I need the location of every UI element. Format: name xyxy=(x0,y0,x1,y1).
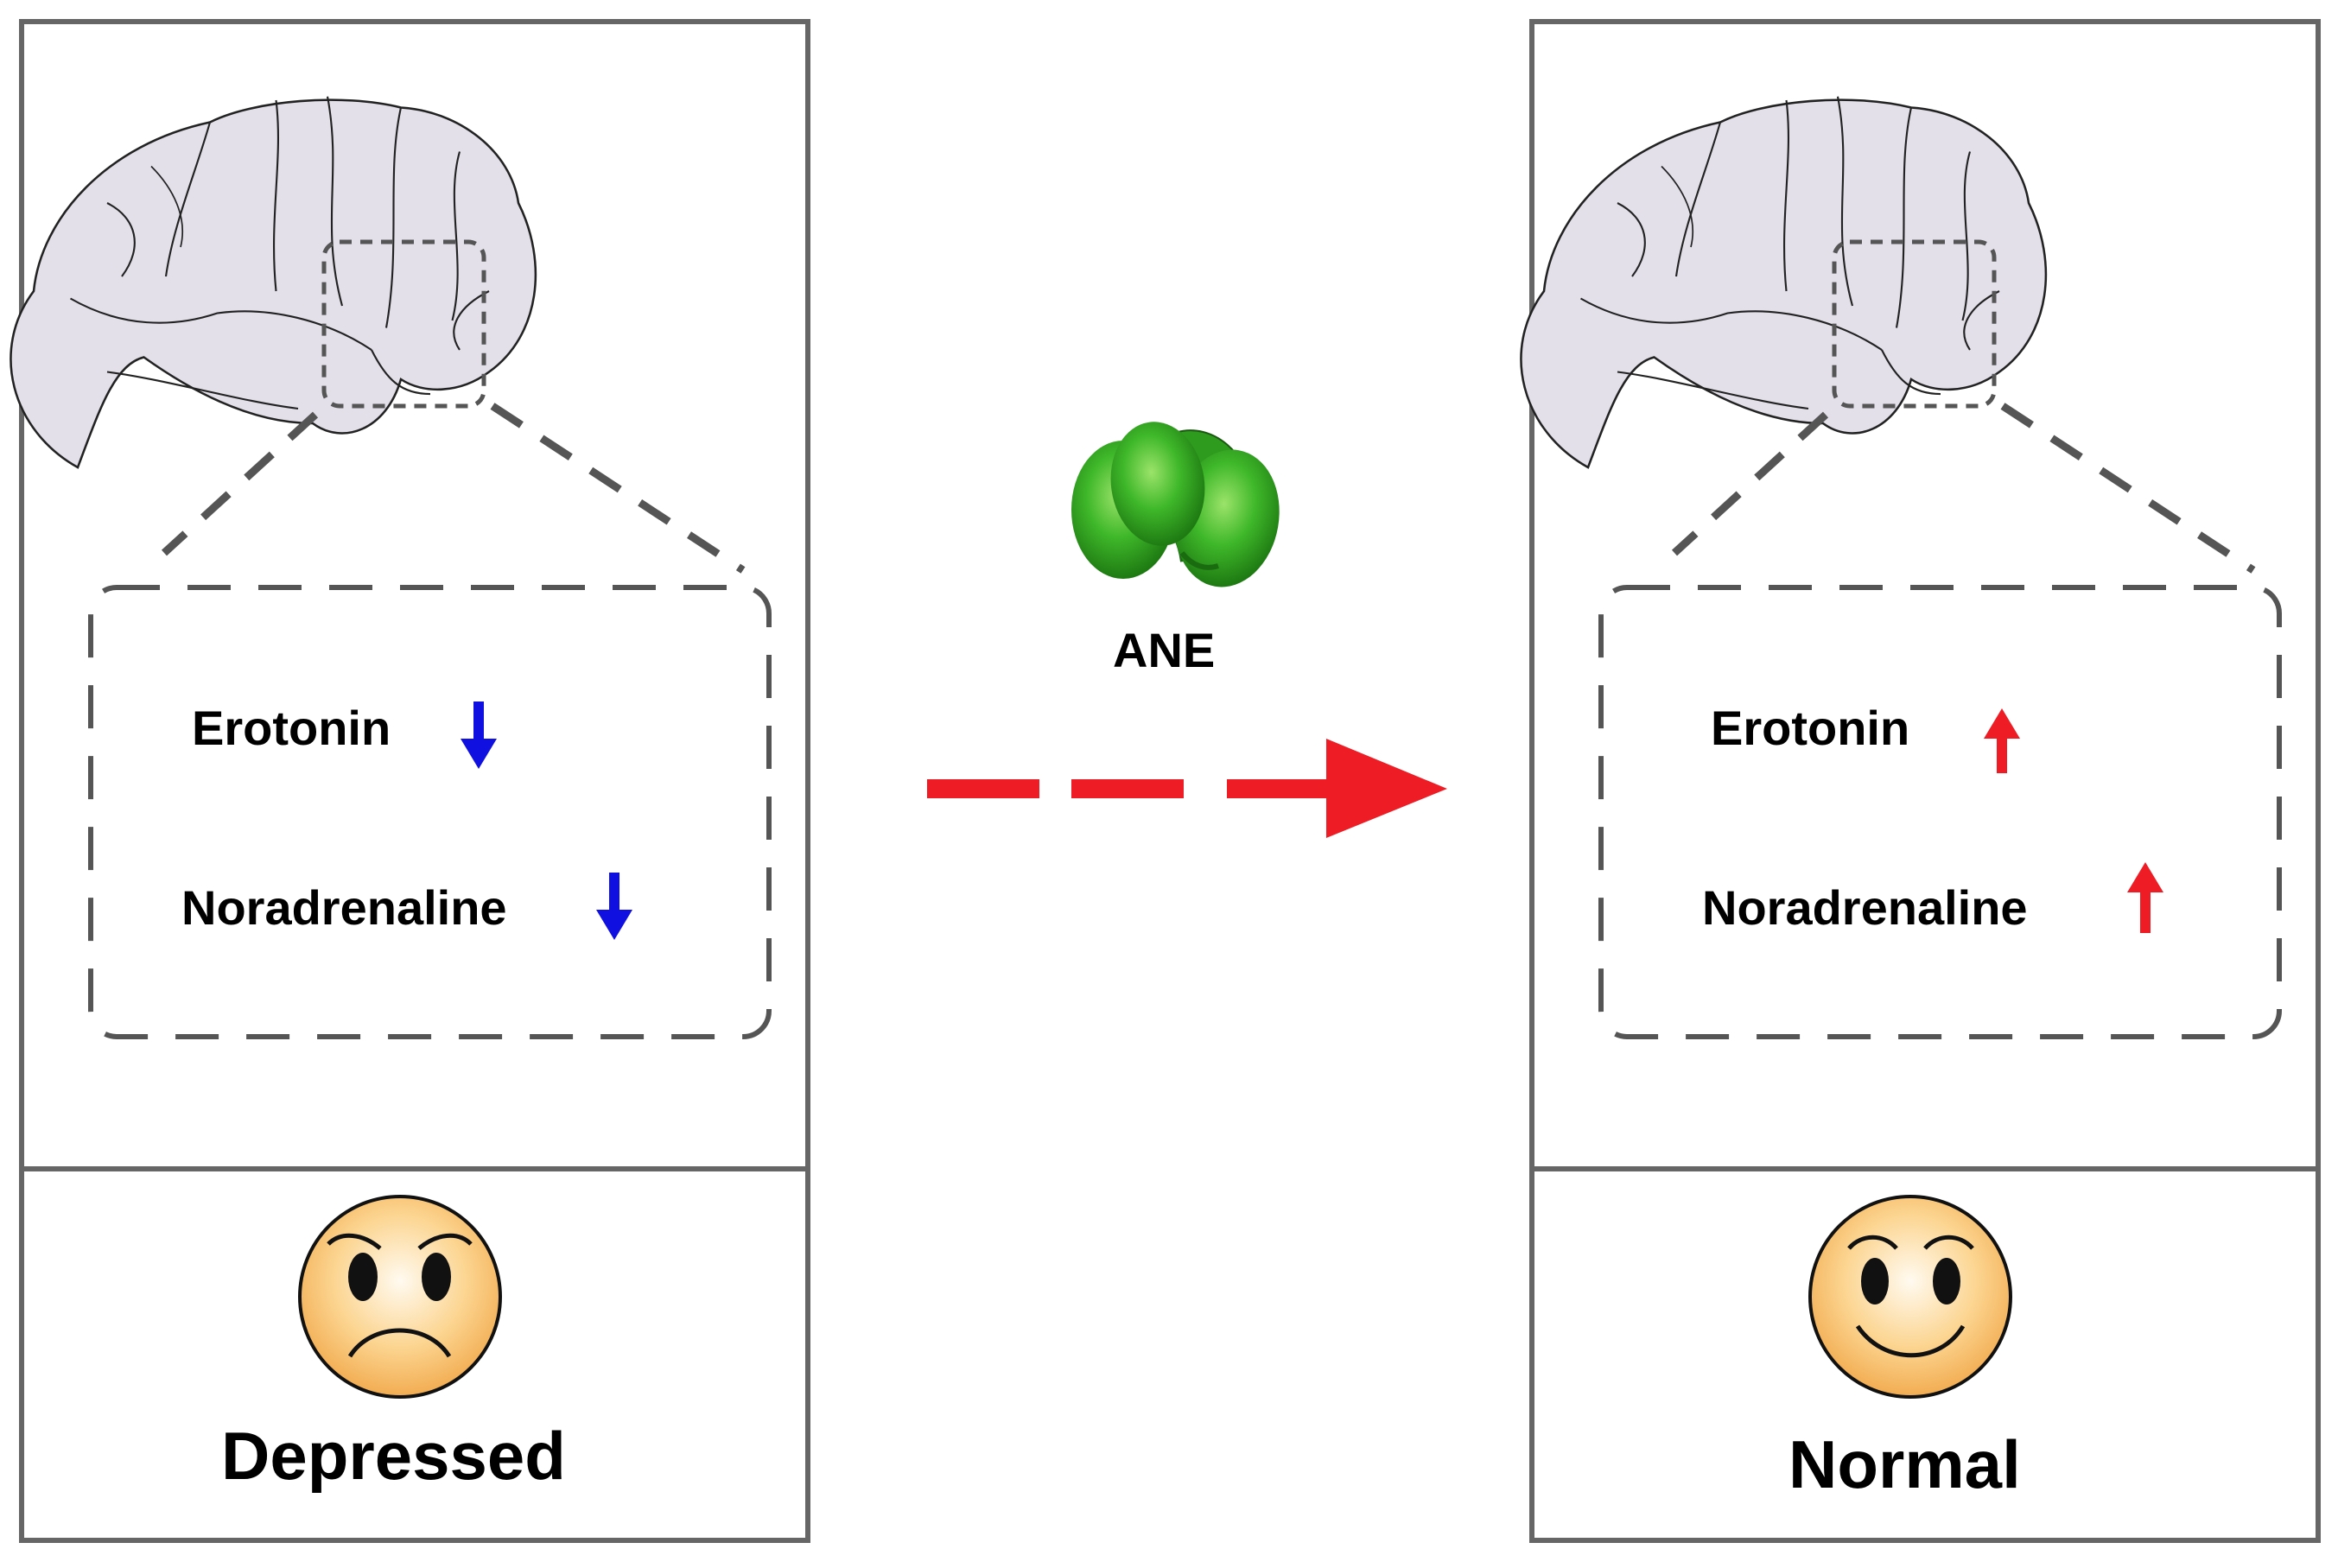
left-zoom-line-b xyxy=(490,403,746,574)
left-noradrenaline-label: Noradrenaline xyxy=(181,880,507,935)
left-focus-region xyxy=(321,239,486,409)
left-erotonin-label: Erotonin xyxy=(192,701,391,755)
right-erotonin-arrow xyxy=(1984,708,2020,773)
left-zoom-line-a xyxy=(161,411,319,556)
right-brain-icon xyxy=(1520,95,2048,469)
normal-face-icon xyxy=(1808,1195,2012,1399)
right-state-label: Normal xyxy=(1788,1426,2021,1502)
treatment-label: ANE xyxy=(1113,623,1216,677)
right-focus-region xyxy=(1832,239,1997,409)
ane-leaf-icon xyxy=(1071,416,1290,596)
right-noradrenaline-arrow xyxy=(2127,862,2163,933)
right-noradrenaline-label: Noradrenaline xyxy=(1702,880,2028,935)
left-panel xyxy=(10,19,810,1543)
left-noradrenaline-arrow xyxy=(596,873,632,940)
right-zoom-line-b xyxy=(2000,403,2256,574)
process-arrow xyxy=(927,739,1447,838)
right-detail-box xyxy=(1598,585,2282,1039)
right-panel-border xyxy=(1529,19,2321,1543)
depressed-face-icon xyxy=(298,1195,502,1399)
left-state-label: Depressed xyxy=(221,1418,566,1494)
left-detail-box xyxy=(88,585,772,1039)
right-zoom-line-a xyxy=(1671,411,1829,556)
right-panel xyxy=(1520,19,2321,1543)
left-panel-border xyxy=(19,19,810,1543)
left-erotonin-arrow xyxy=(461,701,497,769)
left-brain-icon xyxy=(10,95,537,469)
right-erotonin-label: Erotonin xyxy=(1711,701,1910,755)
